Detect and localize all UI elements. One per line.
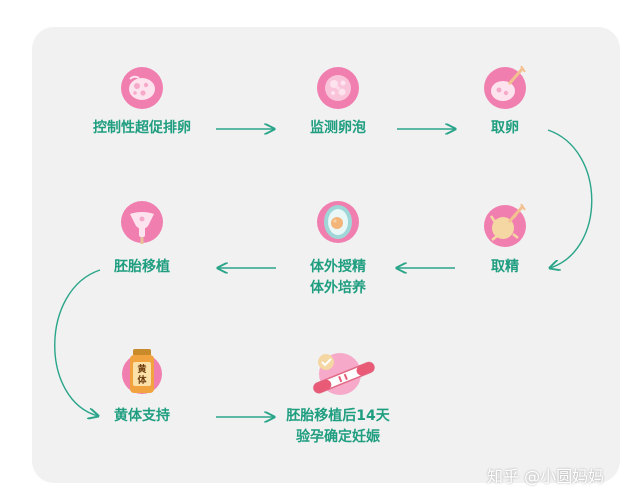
sperm-retrieval-icon: [483, 204, 527, 248]
ovary-icon: [120, 66, 164, 110]
fertilization-line-2: 体外培养: [310, 280, 366, 296]
follicle-icon: [316, 66, 360, 110]
step-fertilization-label: 体外授精 体外培养: [310, 257, 366, 299]
fertilization-line-1: 体外授精: [310, 259, 366, 275]
medicine-bottle-icon: 黄 体: [120, 348, 164, 398]
embryo-culture-icon: [316, 200, 360, 244]
bottle-text-2: 体: [137, 374, 147, 386]
pregnancy-test-line-2: 验孕确定妊娠: [295, 429, 380, 445]
step-transfer-label: 胚胎移植: [114, 259, 170, 275]
step-pregnancy-test-label: 胚胎移植后14天 验孕确定妊娠: [286, 406, 389, 448]
arrow-transfer-to-luteal-curve: [54, 269, 100, 416]
step-ovulation-label: 控制性超促排卵: [93, 120, 191, 136]
egg-retrieval-icon: [483, 66, 527, 110]
uterus-icon: [120, 200, 164, 244]
step-retrieve-egg-label: 取卵: [491, 120, 519, 136]
step-luteal-support-label: 黄体支持: [114, 408, 170, 424]
pregnancy-test-line-1: 胚胎移植后14天: [286, 408, 390, 424]
watermark: 知乎 @小圆妈妈: [487, 467, 605, 486]
arrow-egg-to-sperm-curve: [548, 129, 593, 268]
bottle-text-1: 黄: [137, 363, 146, 375]
pregnancy-test-icon: [306, 352, 380, 396]
step-monitor-label: 监测卵泡: [310, 120, 366, 136]
step-retrieve-sperm-label: 取精: [491, 259, 519, 275]
